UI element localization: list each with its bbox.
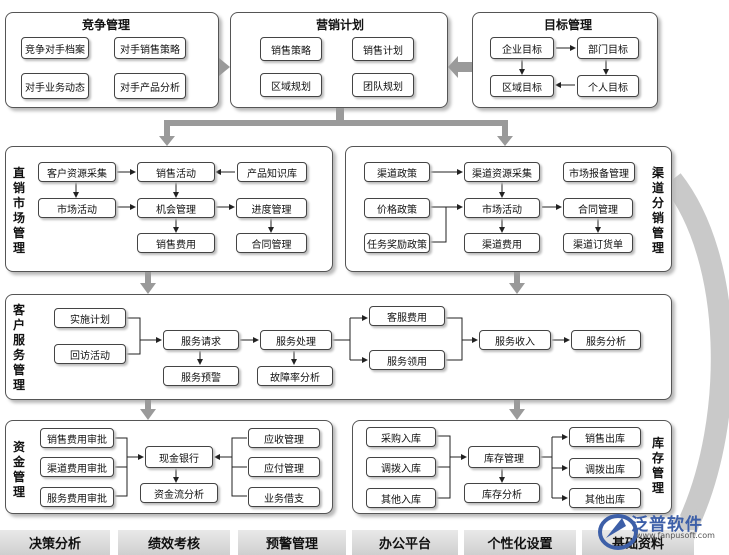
node-contract: 合同管理 (236, 233, 307, 253)
node-region-target: 区域目标 (490, 75, 554, 97)
node-service-analysis: 服务分析 (571, 330, 641, 350)
node-purchase-in: 采购入库 (366, 427, 436, 447)
node-service-expense-approval: 服务费用审批 (40, 487, 114, 507)
bottom-office: 办公平台 (352, 530, 458, 555)
competition-title: 竞争管理 (82, 18, 131, 32)
node-cashflow-analysis: 资金流分析 (140, 483, 218, 503)
node-loan: 业务借支 (248, 487, 320, 507)
node-opportunity: 机会管理 (137, 198, 215, 218)
node-service-request: 服务请求 (163, 330, 239, 350)
node-sales-strategy: 销售策略 (260, 37, 322, 61)
node-stock-analysis: 库存分析 (464, 483, 540, 503)
node-market-report: 市场报备管理 (563, 162, 635, 182)
node-sales-activity: 销售活动 (137, 162, 215, 182)
node-competitor-product: 对手产品分析 (114, 73, 186, 99)
node-channel-policy: 渠道政策 (364, 162, 430, 182)
target-title: 目标管理 (544, 18, 593, 32)
brand-logo-icon (598, 514, 638, 550)
node-cash-bank: 现金银行 (145, 446, 213, 468)
node-channel-contract: 合同管理 (563, 198, 633, 218)
node-channel-collect: 渠道资源采集 (464, 162, 540, 182)
node-product-knowledge: 产品知识库 (237, 162, 307, 182)
channel-title: 渠道分销管理 (651, 166, 664, 255)
node-incentive-policy: 任务奖励政策 (364, 233, 430, 253)
node-dept-target: 部门目标 (577, 37, 639, 59)
node-service-income: 服务收入 (479, 330, 551, 350)
brand-name: 泛普软件 (631, 515, 703, 535)
node-personal-target: 个人目标 (577, 75, 639, 97)
node-company-target: 企业目标 (490, 37, 554, 59)
bottom-decision-analysis: 决策分析 (0, 530, 110, 555)
node-other-in: 其他入库 (366, 488, 436, 508)
service-title: 客户服务管理 (12, 303, 25, 392)
node-service-warning: 服务预警 (163, 366, 239, 386)
node-competitor-strategy: 对手销售策略 (114, 37, 186, 59)
node-channel-expense-approval: 渠道费用审批 (40, 457, 114, 477)
node-progress: 进度管理 (236, 198, 307, 218)
bottom-warning: 预警管理 (238, 530, 346, 555)
node-sales-expense: 销售费用 (137, 233, 215, 253)
direct-sales-title: 直销市场管理 (12, 166, 25, 255)
finance-title: 资金管理 (12, 440, 25, 499)
node-payable: 应付管理 (248, 457, 320, 477)
bottom-personalization: 个性化设置 (464, 530, 576, 555)
node-transfer-in: 调拨入库 (366, 457, 436, 477)
node-service-use: 服务领用 (369, 350, 445, 370)
node-revisit: 回访活动 (54, 344, 126, 364)
node-region-plan: 区域规划 (260, 73, 322, 97)
bottom-performance: 绩效考核 (118, 530, 230, 555)
marketing-title: 营销计划 (316, 18, 365, 32)
brand-url: www.fanpusoft.com (636, 531, 715, 540)
node-sales-out: 销售出库 (569, 427, 641, 447)
node-channel-market: 市场活动 (464, 198, 540, 218)
node-customer-collect: 客户资源采集 (38, 162, 116, 182)
node-price-policy: 价格政策 (364, 198, 430, 218)
node-impl-plan: 实施计划 (54, 308, 126, 328)
node-other-out: 其他出库 (569, 488, 641, 508)
node-sales-plan: 销售计划 (352, 37, 414, 61)
node-receivable: 应收管理 (248, 428, 320, 448)
node-competitor-activity: 对手业务动态 (21, 73, 89, 99)
node-failure-analysis: 故障率分析 (257, 366, 333, 386)
node-competitor-profile: 竞争对手档案 (21, 37, 89, 59)
node-channel-expense: 渠道费用 (464, 233, 540, 253)
node-service-expense: 客服费用 (369, 306, 445, 326)
node-stock-manage: 库存管理 (468, 446, 540, 468)
node-team-plan: 团队规划 (352, 73, 414, 97)
node-market-activity: 市场活动 (38, 198, 116, 218)
inventory-title: 库存管理 (651, 436, 664, 495)
node-sales-expense-approval: 销售费用审批 (40, 428, 114, 448)
node-transfer-out: 调拨出库 (569, 458, 641, 478)
node-channel-order: 渠道订货单 (563, 233, 633, 253)
node-service-handle: 服务处理 (260, 330, 332, 350)
